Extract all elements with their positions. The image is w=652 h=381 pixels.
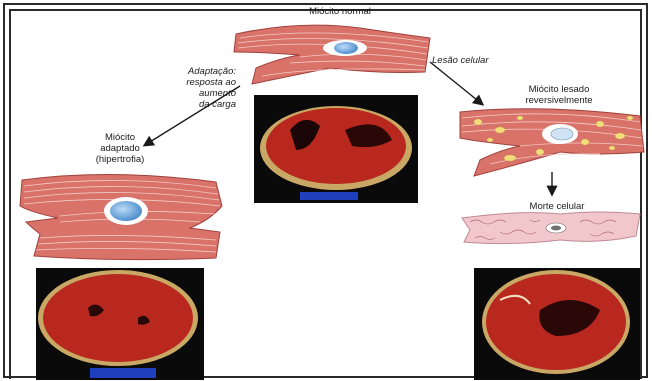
dead-cell [462, 212, 640, 244]
label-reversible-line-2: reversivelmente [504, 95, 614, 106]
label-adapted-line-3: (hipertrofia) [80, 154, 160, 165]
adapted-myocyte [20, 174, 222, 259]
heart-photo-hypertrophy [36, 268, 204, 380]
label-adapted-line-1: Miócito [80, 132, 160, 143]
label-adaptation-line-4: da carga [150, 99, 236, 110]
label-adapted-myocyte: Miócito adaptado (hipertrofia) [80, 132, 160, 165]
nucleus-large [110, 201, 142, 221]
swollen-nucleus [551, 128, 573, 140]
label-normal-myocyte: Miócito normal [280, 6, 400, 17]
label-reversible-line-1: Miócito lesado [504, 84, 614, 95]
label-cell-death: Morte celular [512, 201, 602, 212]
label-adapted-line-2: adaptado [80, 143, 160, 154]
label-cell-injury: Lesão celular [432, 55, 516, 66]
normal-myocyte [234, 25, 430, 84]
heart-photo-infarct [474, 268, 640, 380]
label-reversibly-injured: Miócito lesado reversivelmente [504, 84, 614, 106]
label-adaptation-line-2: resposta ao [150, 77, 236, 88]
nucleus [334, 42, 358, 54]
label-adaptation-line-1: Adaptação: [150, 66, 236, 77]
heart-photo-normal [254, 95, 418, 203]
label-adaptation-line-3: aumento [150, 88, 236, 99]
label-adaptation: Adaptação: resposta ao aumento da carga [150, 66, 236, 110]
arrow-to-injured [430, 62, 482, 104]
reversibly-injured-myocyte [460, 109, 644, 176]
